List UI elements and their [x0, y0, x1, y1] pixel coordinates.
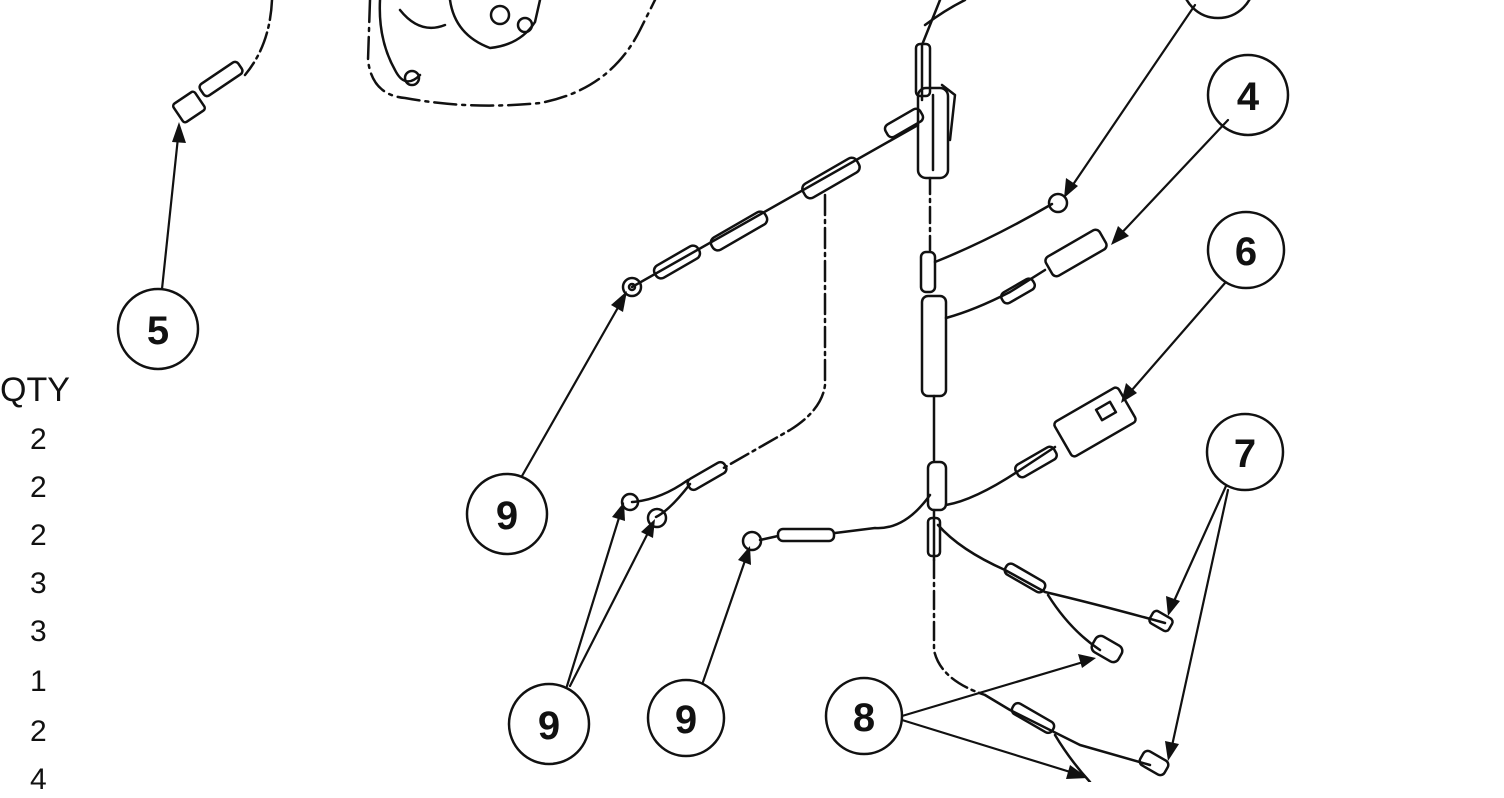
callout-label-9-lower-mid: 9 — [675, 698, 697, 742]
callout-circle-7 — [1205, 412, 1285, 492]
callout-circle-9-lower-mid — [646, 678, 726, 758]
qty-value: 3 — [30, 615, 47, 648]
wire-item-5 — [243, 0, 274, 77]
wiring-harness-diagram: 5 4 6 7 8 9 9 9 — [116, 0, 1290, 782]
branch-lower-mid — [833, 493, 932, 535]
qty-value: 2 — [30, 471, 47, 504]
qty-value: 2 — [30, 423, 47, 456]
component-housing-detail — [378, 0, 542, 83]
sleeve-item-4 — [999, 277, 1037, 305]
connector-item-4 — [1044, 228, 1108, 278]
callout-label-5: 5 — [147, 309, 169, 353]
drop-wire — [718, 193, 827, 472]
sleeve-lower-right — [1010, 701, 1056, 735]
drop-wire-sleeve — [686, 460, 728, 492]
trunk-splice-detail — [931, 83, 957, 172]
callout-label-8: 8 — [853, 696, 875, 740]
qty-value: 1 — [30, 665, 47, 698]
connector-item-7-lower — [1138, 749, 1170, 777]
connector-item-8-upper — [1090, 634, 1124, 664]
arrowheads — [172, 122, 1180, 779]
callout-label-7: 7 — [1234, 432, 1256, 476]
branch-upper-left — [630, 123, 920, 289]
sleeve-lower-mid — [776, 527, 836, 543]
callout-label-9-lower-left: 9 — [538, 704, 560, 748]
leader-lines — [160, 3, 1230, 777]
trunk-sleeve — [919, 250, 937, 294]
qty-value: 3 — [30, 567, 47, 600]
trunk-sleeve — [926, 460, 948, 512]
branch-item-8 — [1046, 593, 1102, 652]
callout-circle-6 — [1206, 210, 1286, 290]
qty-value: 2 — [30, 519, 47, 552]
trunk-sleeve — [926, 516, 942, 558]
trunk-sleeve — [914, 42, 932, 98]
ring-terminal-item-3 — [1047, 192, 1069, 214]
branch-item-3 — [933, 202, 1054, 264]
ring-terminal-upper-hole — [627, 282, 637, 292]
sleeve-item-6 — [1014, 445, 1058, 479]
callout-circle-9-upper — [465, 472, 549, 556]
branch-lower-mid — [758, 534, 780, 542]
component-terminal — [403, 69, 421, 87]
callout-circle-4 — [1206, 53, 1290, 137]
connector-item-6 — [1053, 386, 1137, 458]
callout-label-9-upper: 9 — [496, 494, 518, 538]
branch-item-4 — [944, 268, 1047, 320]
trunk-splice-block — [916, 86, 950, 180]
qty-header: QTY — [0, 371, 70, 409]
callout-circle-9-lower-left — [507, 682, 591, 766]
sleeve-upper-left — [883, 107, 925, 139]
trunk-branch-top — [923, 0, 967, 27]
connector-item-6-latch — [1094, 400, 1118, 422]
qty-value: 4 — [30, 763, 47, 796]
callout-circle-5 — [116, 287, 200, 371]
branch-item-8-lower — [1053, 733, 1092, 782]
harness-trunk — [932, 558, 987, 697]
callout-circle-3 — [1185, 0, 1251, 20]
sleeve-items-7-8 — [1003, 562, 1047, 594]
ring-terminal-lower-left-b — [646, 507, 668, 529]
ring-terminal-lower-mid — [741, 530, 763, 552]
component-terminal — [516, 16, 534, 34]
ring-terminal-lower-left-a — [620, 492, 640, 512]
sleeve-upper-left — [652, 244, 702, 280]
connector-item-7-upper — [1148, 609, 1174, 633]
branch-items-7-8 — [936, 523, 1167, 625]
sleeve-upper-left — [801, 156, 861, 200]
trunk-sleeve-long — [920, 294, 948, 398]
ring-terminal-upper — [621, 276, 643, 298]
sleeve-upper-left — [709, 210, 769, 252]
callout-label-4: 4 — [1237, 75, 1260, 119]
component-terminal — [489, 4, 511, 26]
branch-item-6 — [944, 445, 1057, 507]
callout-label-6: 6 — [1235, 230, 1257, 274]
component-housing-outline — [366, 0, 657, 107]
pigtail-lower-left — [630, 478, 692, 519]
connector-item-5 — [198, 60, 244, 98]
connector-item-5-tip — [171, 90, 207, 124]
qty-value: 2 — [30, 715, 47, 748]
